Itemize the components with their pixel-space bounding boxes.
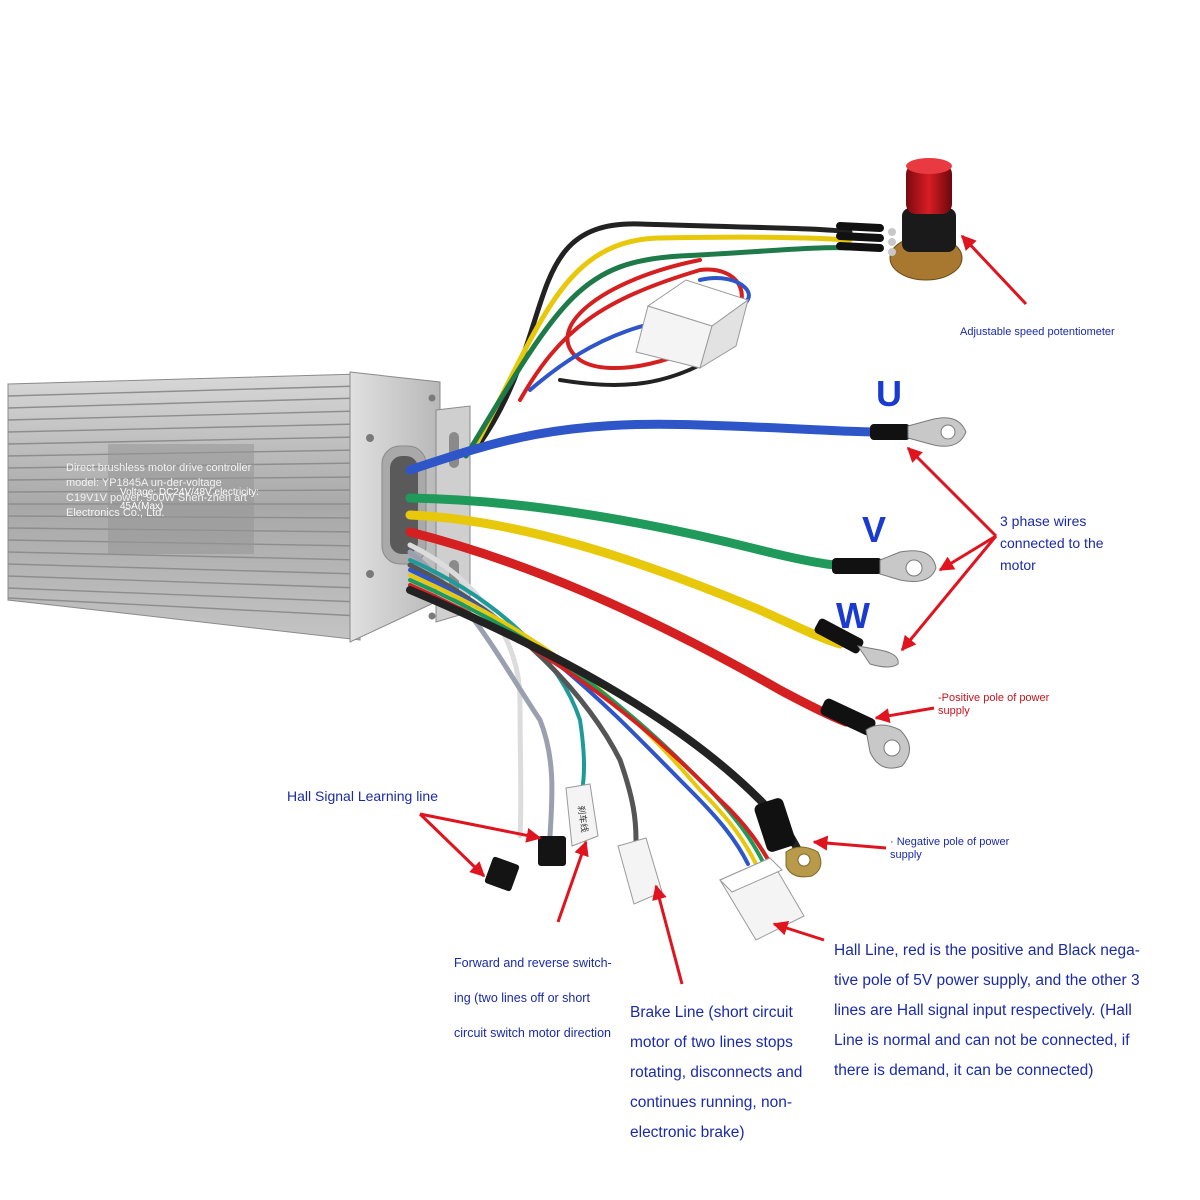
phase-v-label: V [862, 509, 887, 550]
phase-wires-label: 3 phase wires connected to the motor [1000, 513, 1104, 573]
hall-learning-connectors [484, 836, 566, 892]
hall-line-connector [719, 857, 805, 941]
signal-wires [406, 542, 802, 868]
hall-learning-label: Hall Signal Learning line [287, 788, 438, 804]
potentiometer-connector [635, 279, 750, 370]
brake-line-connector [617, 837, 663, 905]
connector-label-text: 刹车线 [575, 805, 591, 833]
phase-w-lug [814, 618, 899, 668]
phase-v-lug [832, 550, 937, 582]
positive-power-lug [820, 698, 910, 769]
positive-pole-label: -Positive pole of power supply [938, 692, 1050, 718]
phase-w-label: W [836, 595, 870, 636]
hall-line-label: Hall Line, red is the positive and Black… [834, 942, 1140, 1079]
nameplate [108, 444, 254, 554]
potentiometer [836, 158, 963, 281]
phase-u-lug [870, 417, 967, 447]
callout-arrows [418, 234, 1028, 985]
brake-line-label: Brake Line (short circuit motor of two l… [630, 1004, 803, 1141]
phase-wires [405, 419, 885, 727]
phase-u-label: U [876, 373, 902, 414]
forward-reverse-label: Forward and reverse switch-ing (two line… [454, 956, 612, 1040]
negative-pole-label: · Negative pole of power supply [890, 836, 1010, 862]
nameplate-overlay-text: Voltage: DC24V/48V electricity: 45A(Max) [120, 487, 259, 512]
nameplate-text: Direct brushless motor drive controller … [66, 462, 252, 519]
potentiometer-label: Adjustable speed potentiometer [960, 326, 1115, 338]
negative-power-lug [754, 798, 822, 878]
forward-reverse-connector: 刹车线 [565, 783, 599, 847]
